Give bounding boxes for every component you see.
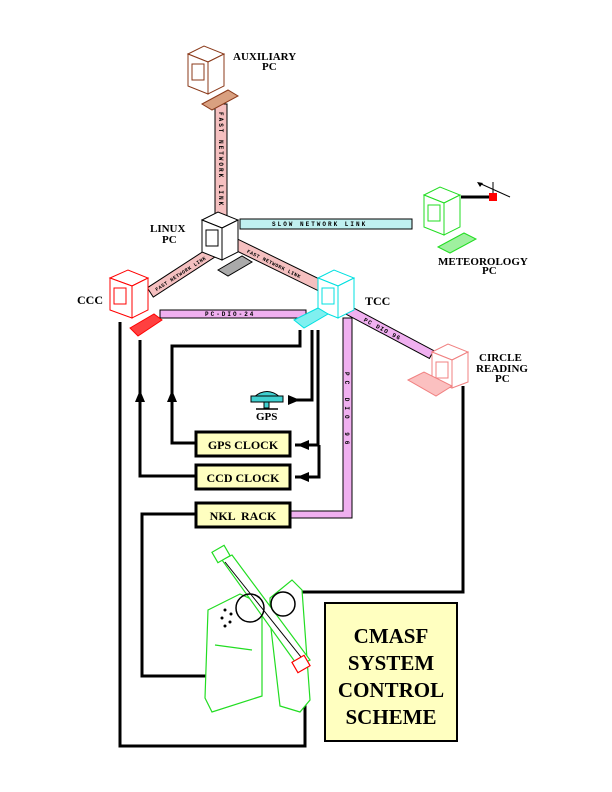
link-label-tcc-nkl: PC DIO 96 <box>343 372 350 449</box>
meteorology-pc-label-2: PC <box>482 265 497 277</box>
gps-clock-label: GPS CLOCK <box>208 438 279 452</box>
link-label-ccc-tcc: PC-DIO-24 <box>205 311 255 318</box>
wire-circle-telescope <box>298 386 465 594</box>
title-line-3: CONTROL <box>338 678 444 702</box>
link-aux-linux: FAST NETWORK LINK <box>214 103 228 217</box>
nkl-rack-box: NKL RACK <box>194 501 292 529</box>
wire-nkl-telescope <box>140 512 214 678</box>
title-box: CMASF SYSTEM CONTROL SCHEME <box>324 602 458 742</box>
linux-pc-icon <box>200 211 253 277</box>
nkl-rack-label: NKL RACK <box>210 509 277 523</box>
link-label-aux-linux: FAST NETWORK LINK <box>217 112 224 207</box>
gps-label: GPS <box>256 411 277 423</box>
arrow-up-ccd <box>135 390 145 402</box>
gps-clock-box: GPS CLOCK <box>194 430 292 458</box>
linux-pc-label-1: LINUX <box>150 223 186 235</box>
telescope-icon <box>204 544 311 713</box>
wire-ccd-clock-ccc <box>138 340 196 478</box>
link-label-linux-tcc: FAST NETWORK LINK <box>246 249 302 280</box>
title-line-2: SYSTEM <box>348 651 435 675</box>
ccc-label: CCC <box>77 293 103 307</box>
circle-reading-pc-icon <box>406 343 470 397</box>
title-line-1: CMASF <box>354 624 429 648</box>
meteorology-pc-icon <box>422 186 478 254</box>
link-tcc-nkl: PC DIO 96 <box>290 317 353 519</box>
auxiliary-pc-label-2: PC <box>262 61 277 73</box>
wire-ccc-telescope <box>118 322 307 748</box>
auxiliary-pc-icon <box>186 45 240 111</box>
auxiliary-pc-label-1: AUXILIARY <box>233 51 296 63</box>
link-label-linux-meteo: SLOW NETWORK LINK <box>272 221 367 228</box>
tcc-label: TCC <box>365 294 390 308</box>
ccd-clock-label: CCD CLOCK <box>206 471 280 485</box>
ccd-clock-box: CCD CLOCK <box>194 463 292 491</box>
arrows <box>135 390 309 482</box>
arrow-right-gps <box>288 395 300 405</box>
ccc-icon <box>108 269 163 337</box>
meteorology-pc-label-1: METEOROLOGY <box>438 256 528 268</box>
wire-tcc-ccd-clock <box>295 445 321 479</box>
circle-reading-label-1: CIRCLE <box>479 352 522 364</box>
wind-sensor-icon <box>477 182 511 201</box>
tcc-icon <box>293 269 356 329</box>
gps-antenna-icon <box>250 391 284 410</box>
linux-pc-label-2: PC <box>162 234 177 246</box>
arrow-left-gps-clock <box>297 440 309 450</box>
link-label-tcc-circle: PC DIO 96 <box>362 317 402 343</box>
link-tcc-circle: PC DIO 96 <box>340 302 435 360</box>
wire-gps-clock-tcc <box>170 330 302 445</box>
circle-reading-label-3: PC <box>495 373 510 385</box>
link-linux-meteo: SLOW NETWORK LINK <box>239 218 413 230</box>
arrow-up-gps-clock <box>167 390 177 402</box>
circle-reading-label-2: READING <box>476 363 528 375</box>
wires <box>118 195 493 748</box>
arrow-left-ccd-clock <box>297 472 309 482</box>
link-ccc-tcc: PC-DIO-24 <box>159 309 307 319</box>
title-line-4: SCHEME <box>345 705 436 729</box>
link-label-linux-ccc: FAST NETWORK LINK <box>154 255 207 292</box>
